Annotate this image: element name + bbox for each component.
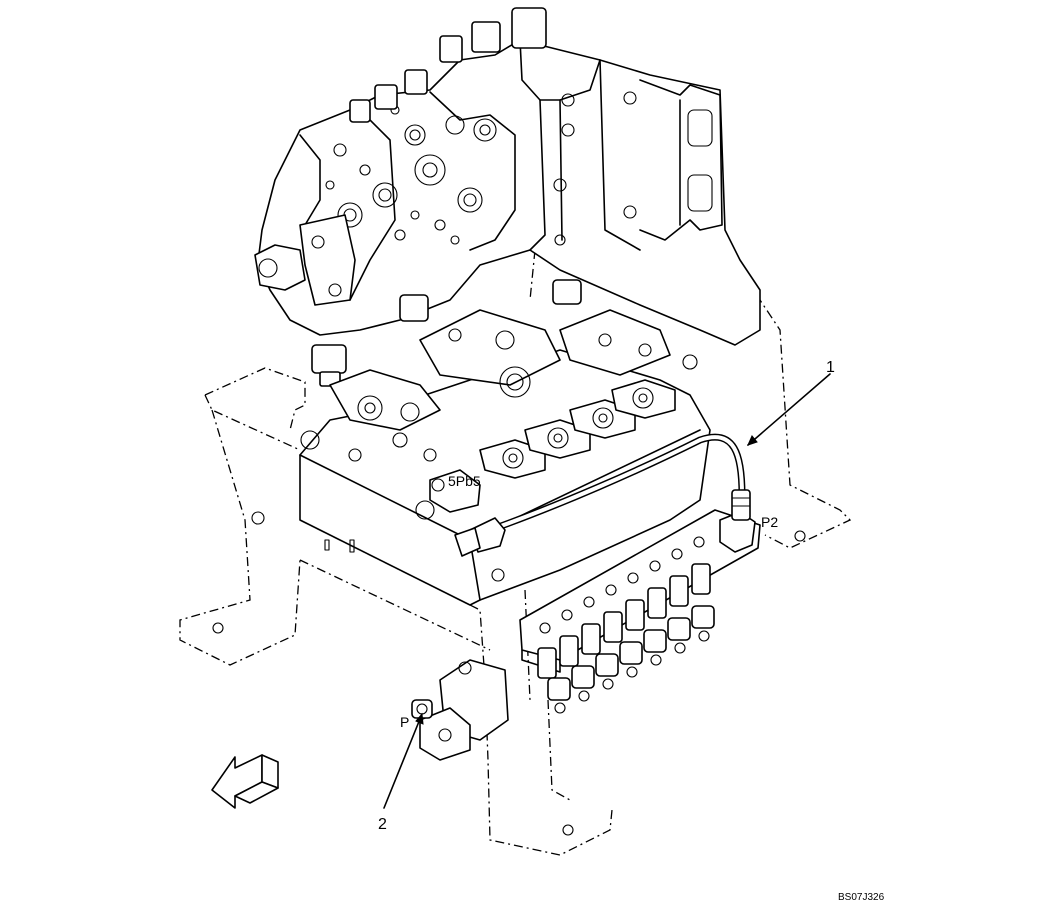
callout-label-1: 1 bbox=[826, 359, 835, 376]
control-valve-assembly bbox=[254, 7, 761, 387]
port-label-p2: P2 bbox=[761, 514, 778, 530]
port-label-p: P bbox=[400, 714, 409, 730]
drawing-code: BS07J326 bbox=[838, 892, 885, 903]
front-direction-arrow-icon bbox=[211, 754, 279, 809]
pilot-manifold-block bbox=[519, 509, 761, 714]
callout-label-2: 2 bbox=[378, 816, 387, 833]
valve-fitting-2 bbox=[411, 659, 509, 761]
port-label-5pb5: 5Pb5 bbox=[448, 473, 481, 489]
callout-leaders bbox=[383, 373, 831, 809]
hose-assembly-1 bbox=[454, 433, 751, 557]
valve-base-body bbox=[212, 309, 806, 836]
